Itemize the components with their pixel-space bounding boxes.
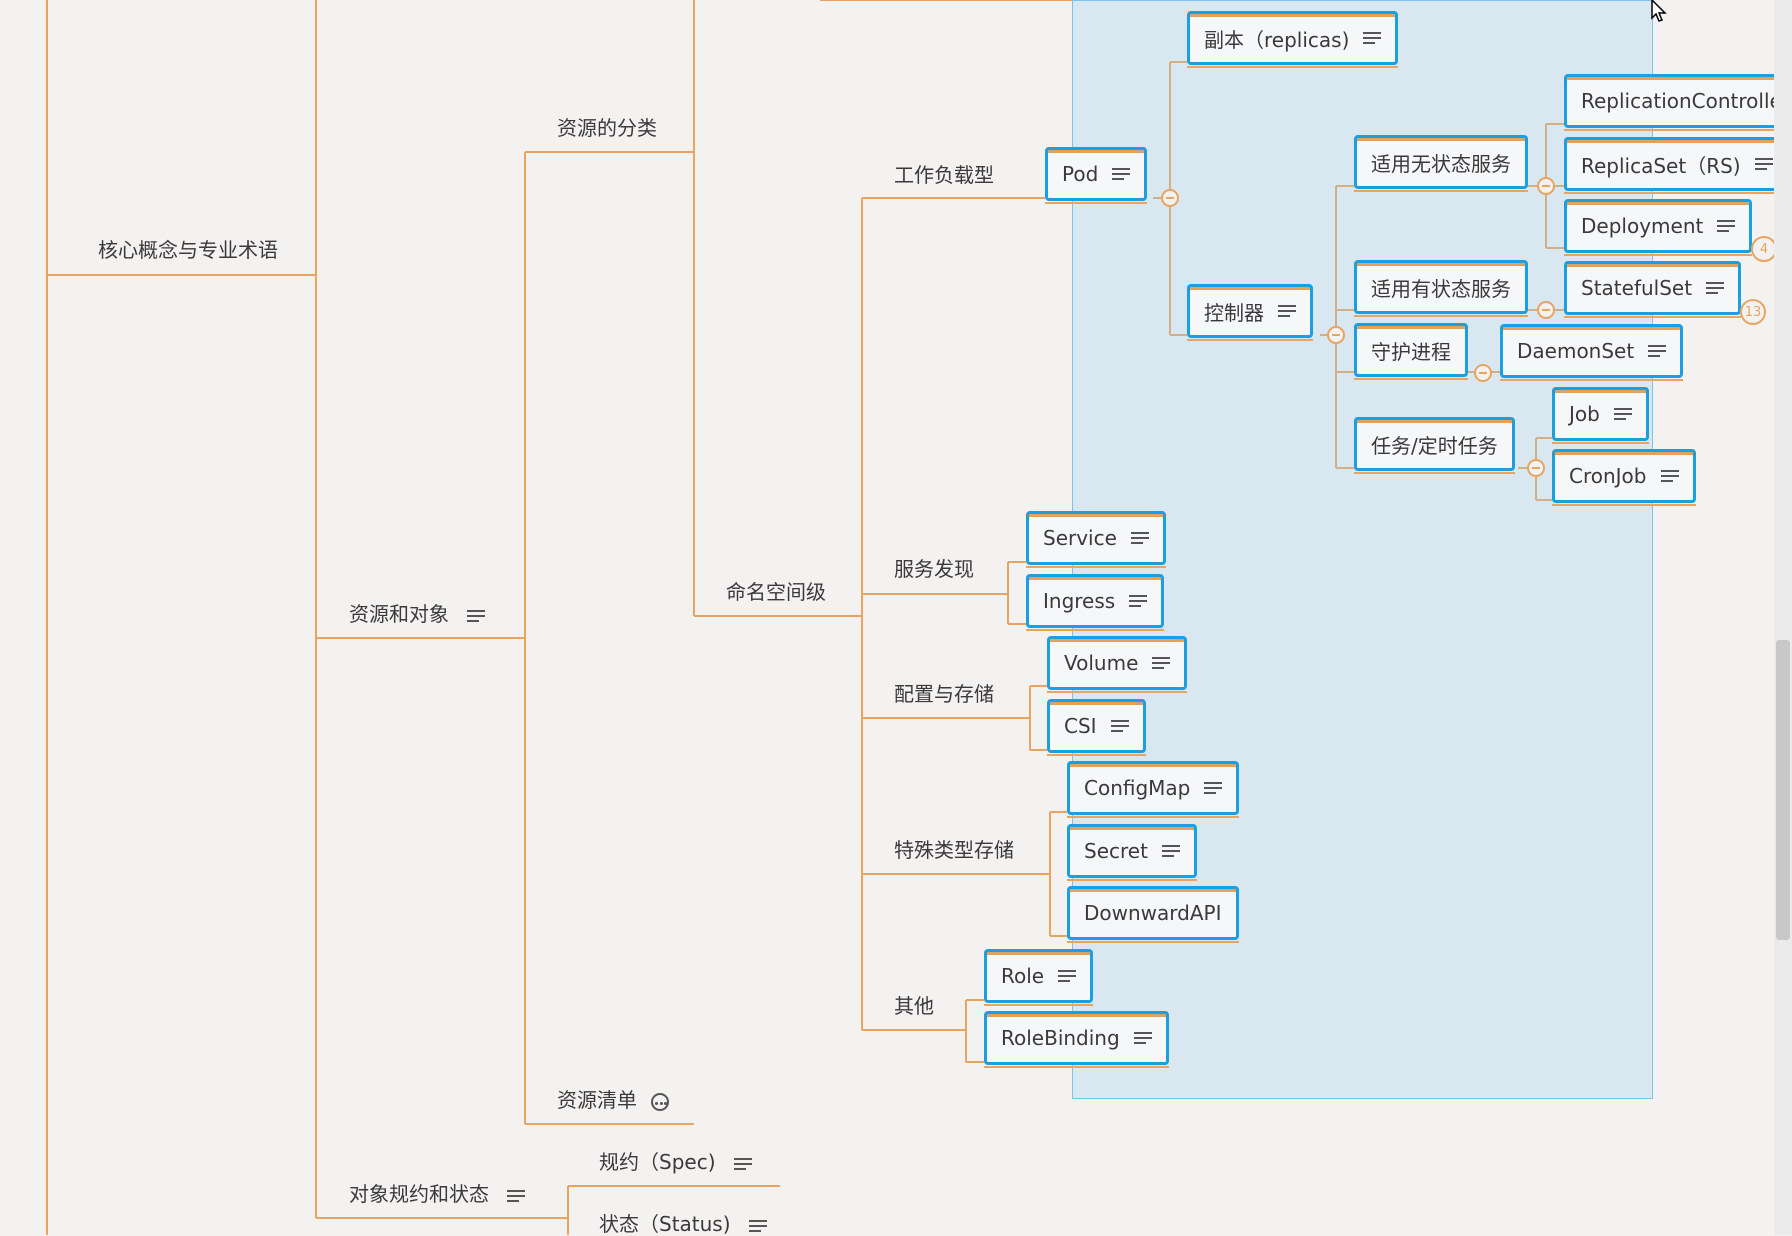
note-icon[interactable] <box>1152 656 1171 670</box>
node-label: 资源清单 <box>557 1088 637 1112</box>
node-label: 对象规约和状态 <box>349 1182 489 1206</box>
node-label: ConfigMap <box>1084 776 1191 800</box>
node-deployment[interactable]: Deployment <box>1564 199 1753 256</box>
node-label: Job <box>1569 402 1600 426</box>
note-icon[interactable] <box>1754 157 1773 171</box>
node-label: Pod <box>1062 162 1099 186</box>
node-special-storage[interactable]: 特殊类型存储 <box>894 838 1014 862</box>
node-csi[interactable]: CSI <box>1047 699 1146 756</box>
note-icon[interactable] <box>1613 407 1632 421</box>
note-icon[interactable] <box>507 1189 525 1203</box>
node-label: 资源和对象 <box>349 602 449 626</box>
node-resources-objects[interactable]: 资源和对象 <box>349 602 485 626</box>
note-icon[interactable] <box>467 609 485 623</box>
collapse-stateless-icon[interactable] <box>1537 177 1555 195</box>
collapse-daemon-icon[interactable] <box>1474 364 1492 382</box>
node-rolebinding[interactable]: RoleBinding <box>984 1011 1169 1068</box>
node-stateless[interactable]: 适用无状态服务 <box>1354 135 1528 192</box>
note-icon[interactable] <box>733 1157 752 1171</box>
vertical-scrollbar[interactable] <box>1774 0 1792 1235</box>
collapse-jobs-icon[interactable] <box>1527 459 1545 477</box>
collapse-stateful-icon[interactable] <box>1537 301 1555 319</box>
node-label: Service <box>1043 526 1117 550</box>
node-replicaset[interactable]: ReplicaSet（RS) <box>1564 137 1790 194</box>
scrollbar-thumb[interactable] <box>1776 640 1790 940</box>
node-label: Role <box>1001 964 1045 988</box>
node-spec[interactable]: 规约（Spec) <box>599 1150 752 1174</box>
node-volume[interactable]: Volume <box>1047 636 1188 693</box>
note-icon[interactable] <box>748 1219 767 1233</box>
deployment-count-badge[interactable]: 4 <box>1751 236 1777 262</box>
node-jobs[interactable]: 任务/定时任务 <box>1354 417 1515 474</box>
node-job[interactable]: Job <box>1552 387 1649 444</box>
node-resource-classification[interactable]: 资源的分类 <box>557 116 657 140</box>
node-status[interactable]: 状态（Status) <box>599 1212 767 1236</box>
node-pod[interactable]: Pod <box>1045 147 1148 204</box>
note-icon[interactable] <box>1058 969 1077 983</box>
note-icon[interactable] <box>1648 344 1667 358</box>
node-statefulset[interactable]: StatefulSet <box>1564 261 1742 318</box>
node-label: ReplicaSet（RS) <box>1581 153 1741 178</box>
note-icon[interactable] <box>1706 281 1725 295</box>
note-icon[interactable] <box>1660 469 1679 483</box>
note-icon[interactable] <box>1130 531 1149 545</box>
more-options-icon[interactable] <box>651 1092 669 1111</box>
node-others[interactable]: 其他 <box>894 994 934 1018</box>
note-icon[interactable] <box>1161 844 1180 858</box>
node-replication-controller[interactable]: ReplicationController <box>1564 74 1792 131</box>
node-label: Deployment <box>1581 214 1704 238</box>
node-core-concepts[interactable]: 核心概念与专业术语 <box>98 238 278 262</box>
node-service-discovery[interactable]: 服务发现 <box>894 557 974 581</box>
note-icon[interactable] <box>1110 719 1129 733</box>
note-icon[interactable] <box>1133 1031 1152 1045</box>
collapse-pod-icon[interactable] <box>1161 189 1179 207</box>
statefulset-count-badge[interactable]: 13 <box>1740 299 1766 325</box>
node-label: 副本（replicas) <box>1204 27 1350 52</box>
node-config-storage[interactable]: 配置与存储 <box>894 682 994 706</box>
node-label: 规约（Spec) <box>599 1150 716 1174</box>
node-daemonset[interactable]: DaemonSet <box>1500 324 1684 381</box>
note-icon[interactable] <box>1363 31 1382 45</box>
node-label: CronJob <box>1569 464 1647 488</box>
node-service[interactable]: Service <box>1026 511 1166 568</box>
node-label: 状态（Status) <box>599 1212 731 1236</box>
node-downwardapi[interactable]: DownwardAPI <box>1067 886 1239 943</box>
node-secret[interactable]: Secret <box>1067 824 1197 881</box>
node-label: StatefulSet <box>1581 276 1693 300</box>
note-icon[interactable] <box>1129 594 1148 608</box>
node-workload-type[interactable]: 工作负载型 <box>894 163 994 187</box>
node-replicas[interactable]: 副本（replicas) <box>1187 11 1399 68</box>
node-label: RoleBinding <box>1001 1026 1120 1050</box>
collapse-controller-icon[interactable] <box>1327 326 1345 344</box>
node-ingress[interactable]: Ingress <box>1026 574 1165 631</box>
node-namespace-level[interactable]: 命名空间级 <box>726 580 826 604</box>
node-daemon[interactable]: 守护进程 <box>1354 323 1468 380</box>
node-configmap[interactable]: ConfigMap <box>1067 761 1240 818</box>
note-icon[interactable] <box>1278 304 1296 318</box>
node-controller[interactable]: 控制器 <box>1187 284 1313 341</box>
node-object-spec-status[interactable]: 对象规约和状态 <box>349 1182 525 1206</box>
node-resource-manifest[interactable]: 资源清单 <box>557 1088 669 1112</box>
node-label: Volume <box>1064 651 1139 675</box>
node-cronjob[interactable]: CronJob <box>1552 449 1696 506</box>
node-label: CSI <box>1064 714 1097 738</box>
mouse-cursor-icon <box>1651 0 1667 22</box>
node-stateful[interactable]: 适用有状态服务 <box>1354 260 1528 317</box>
note-icon[interactable] <box>1204 781 1223 795</box>
node-label: 控制器 <box>1204 300 1264 325</box>
node-label: Secret <box>1084 839 1148 863</box>
node-label: Ingress <box>1043 589 1116 613</box>
node-label: DaemonSet <box>1517 339 1635 363</box>
note-icon[interactable] <box>1112 167 1131 181</box>
node-role[interactable]: Role <box>984 949 1094 1006</box>
note-icon[interactable] <box>1717 219 1736 233</box>
